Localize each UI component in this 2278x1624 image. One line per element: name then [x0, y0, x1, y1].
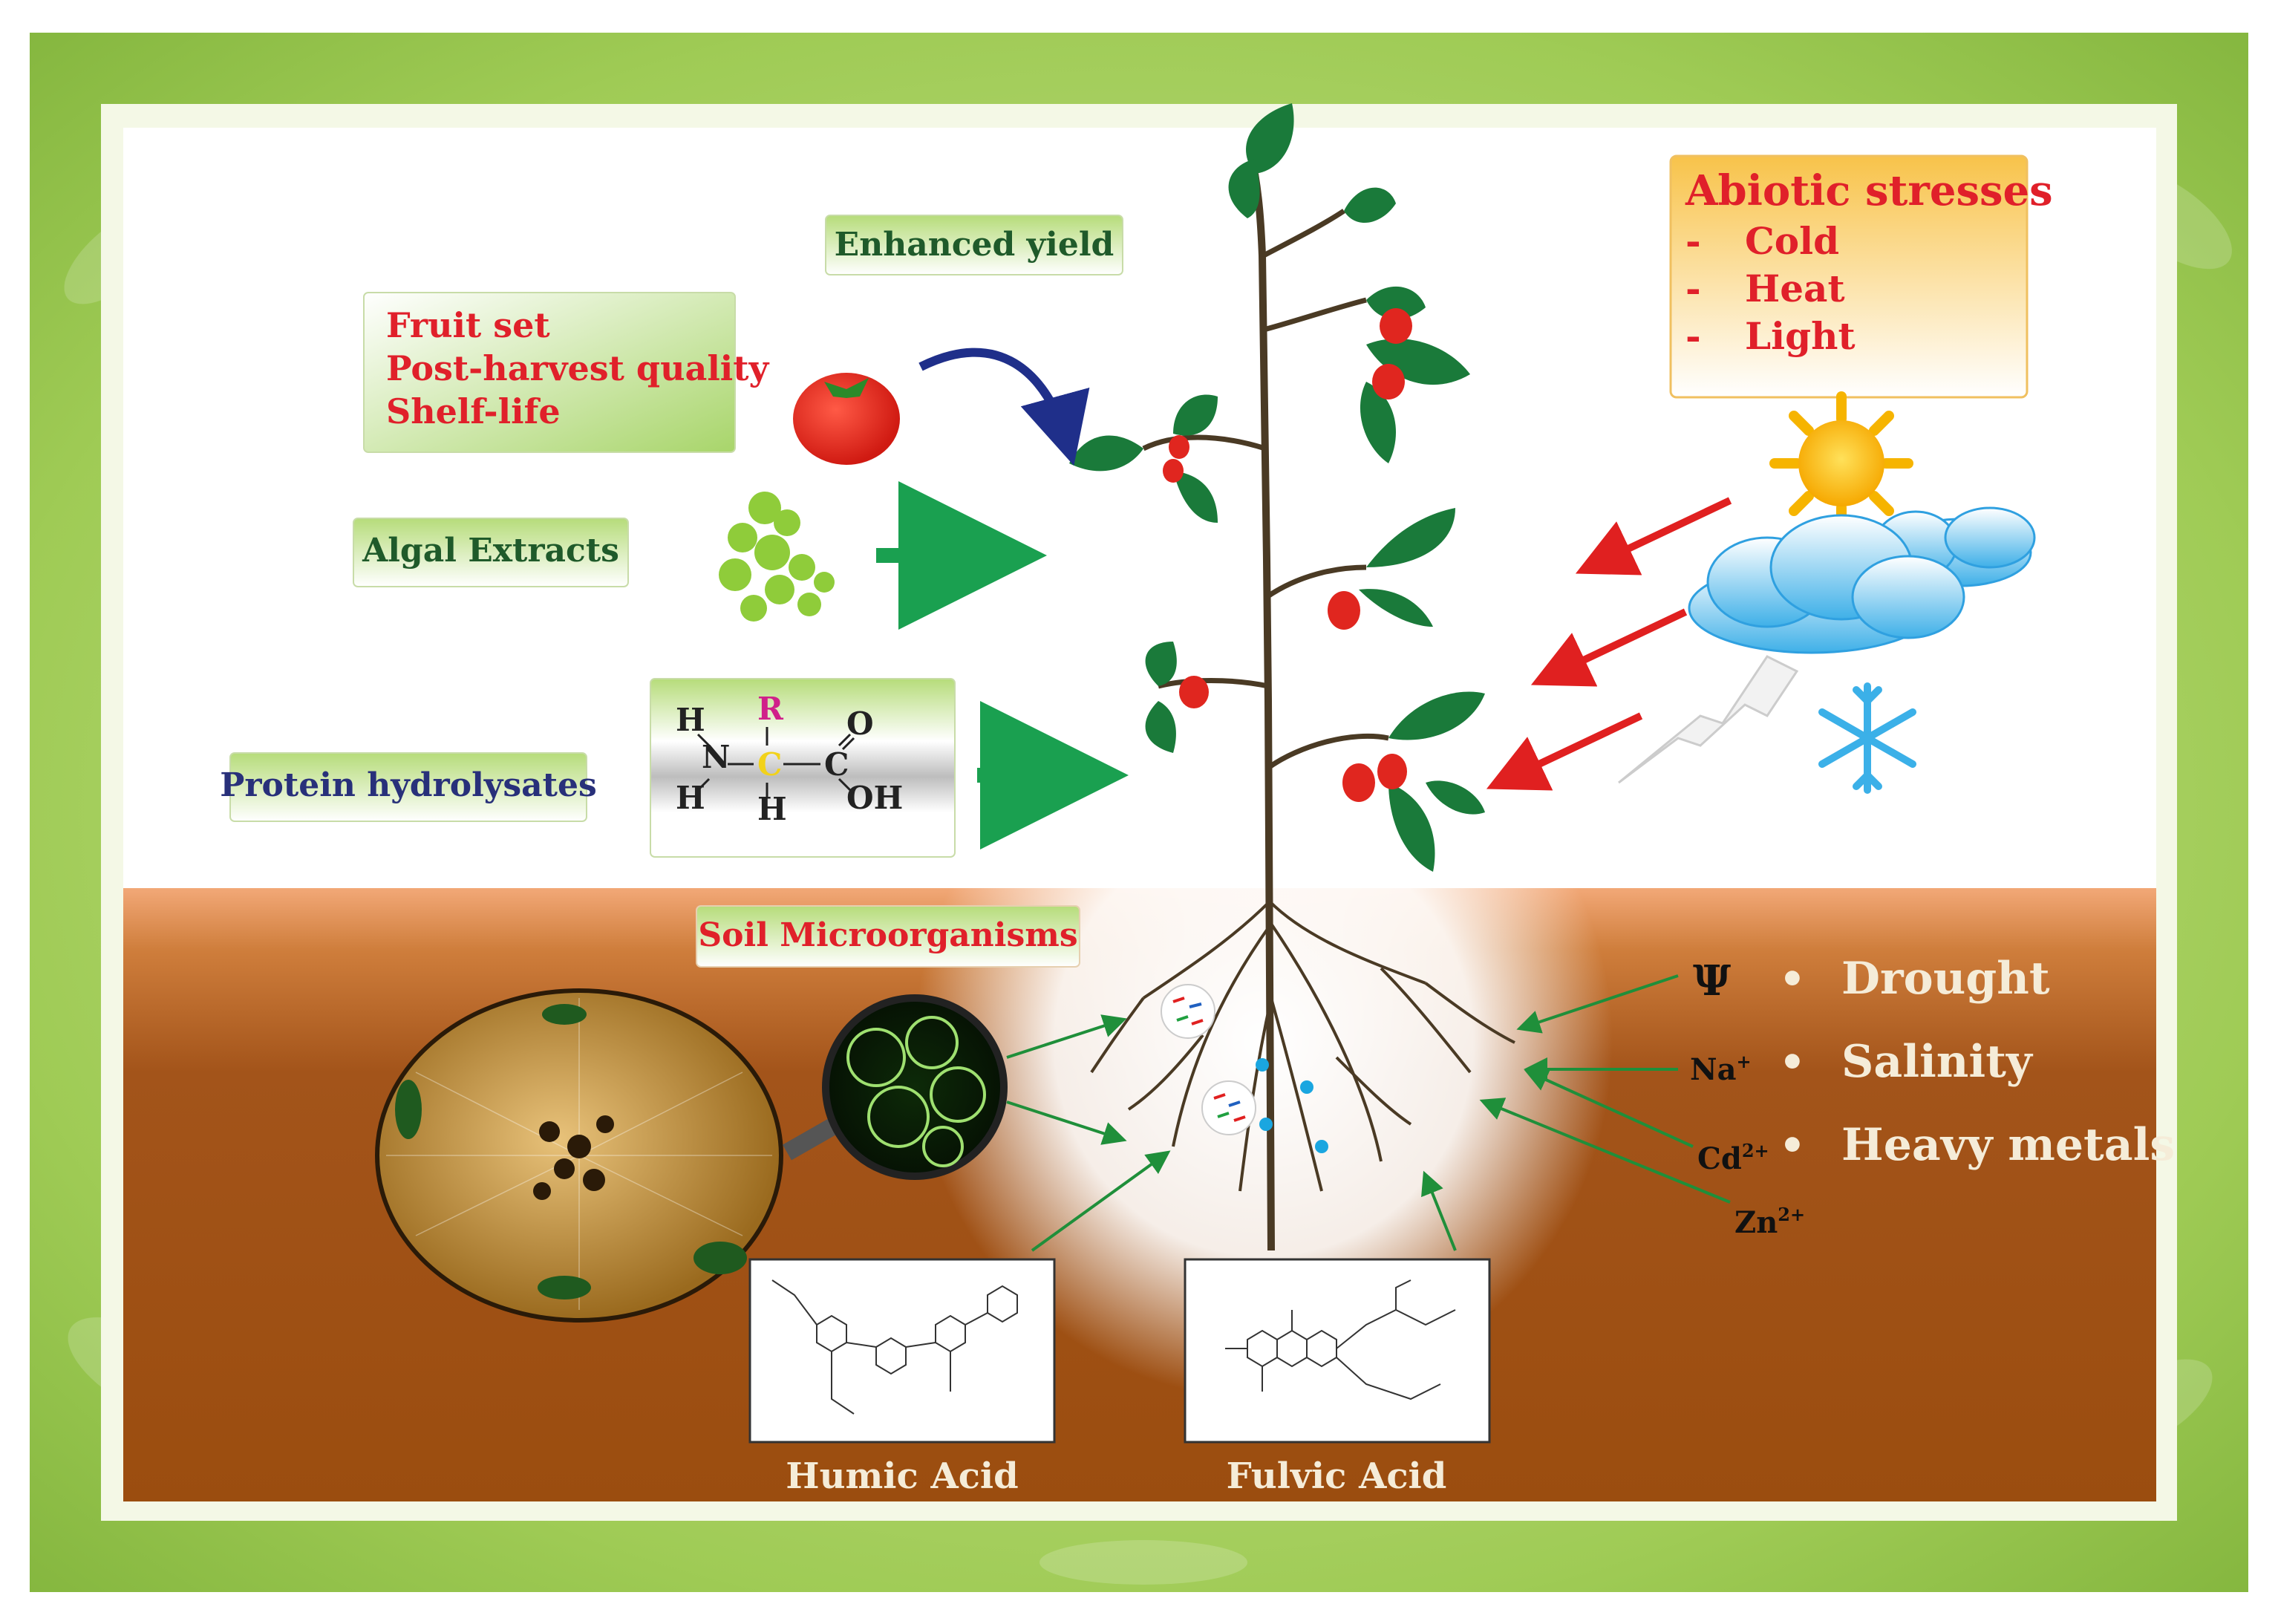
svg-text:H: H	[676, 780, 705, 816]
svg-text:Light: Light	[1745, 314, 1856, 358]
svg-text:H: H	[676, 702, 705, 738]
humic-arrow	[1031, 1150, 1171, 1252]
snowflake-icon	[1818, 682, 1916, 794]
svg-text:Zn2+: Zn2+	[1734, 1204, 1805, 1240]
magnifier-icon	[783, 994, 1008, 1180]
microbe-cell-illustration	[375, 988, 783, 1323]
svg-text:Cd2+: Cd2+	[1697, 1140, 1769, 1176]
humic-acid-label: Humic Acid	[786, 1455, 1018, 1497]
soil-stress-arrows	[1479, 974, 1731, 1204]
microbe-arrows	[1006, 1014, 1127, 1145]
fulvic-arrow	[1421, 1170, 1457, 1251]
svg-text:Drought: Drought	[1841, 953, 2050, 1005]
humic-acid-structure	[748, 1258, 1056, 1444]
algal-extracts-label: Algal Extracts	[353, 518, 629, 587]
svg-text:Algal Extracts: Algal Extracts	[362, 532, 619, 570]
svg-text:Salinity: Salinity	[1841, 1036, 2034, 1088]
svg-text:Cold: Cold	[1745, 219, 1839, 263]
svg-text:C: C	[757, 746, 782, 783]
plant-stem	[1251, 173, 1275, 1251]
svg-text:-: -	[1685, 314, 1701, 358]
svg-text:Protein hydrolysates: Protein hydrolysates	[220, 766, 596, 804]
svg-text:-: -	[1685, 219, 1701, 263]
rhizosphere-glow	[915, 686, 1613, 1399]
biostimulant-diagram: Enhanced yield Fruit set Post-harvest qu…	[30, 33, 2248, 1592]
root-microbe-clusters	[1161, 984, 1328, 1153]
svg-text:C: C	[824, 746, 849, 783]
svg-text:N: N	[702, 739, 730, 775]
amino-acid-structure: H N H R C H C O OH	[650, 678, 956, 858]
soil-stress-list: Ψ Na+ Cd2+ Zn2+ • Drought • Salinity • H…	[1690, 953, 2175, 1240]
svg-text:•: •	[1779, 955, 1806, 1004]
svg-text:Fruit set: Fruit set	[386, 305, 550, 345]
enhanced-yield-label: Enhanced yield	[825, 215, 1123, 275]
svg-text:Shelf-life: Shelf-life	[386, 391, 561, 431]
plant	[1069, 103, 1515, 1251]
fulvic-acid-label: Fulvic Acid	[1227, 1455, 1447, 1497]
plant-fruits	[1163, 308, 1412, 802]
svg-text:H: H	[757, 791, 787, 827]
plant-roots	[1090, 900, 1515, 1192]
svg-text:Post-harvest quality: Post-harvest quality	[386, 348, 770, 388]
protein-hydrolysates-label: Protein hydrolysates	[220, 752, 597, 822]
svg-text:R: R	[757, 691, 784, 727]
plant-leaves	[1069, 103, 1485, 872]
diagram-frame: Enhanced yield Fruit set Post-harvest qu…	[30, 33, 2248, 1592]
svg-text:Na+: Na+	[1690, 1051, 1752, 1087]
soil-microorganisms-label: Soil Microorganisms	[696, 905, 1080, 968]
svg-text:Abiotic stresses: Abiotic stresses	[1685, 166, 2053, 215]
svg-text:Heat: Heat	[1745, 267, 1845, 310]
seaweed-icon	[719, 492, 835, 622]
svg-text:•: •	[1779, 1121, 1806, 1170]
sun-icon	[1769, 391, 1913, 535]
fruit-quality-label: Fruit set Post-harvest quality Shelf-lif…	[363, 292, 770, 453]
stress-arrows	[1486, 497, 1732, 791]
svg-text:O: O	[846, 705, 874, 742]
svg-text:Heavy metals: Heavy metals	[1841, 1119, 2175, 1171]
lightning-icon	[1618, 655, 1799, 784]
yield-arrow	[918, 348, 1090, 466]
abiotic-stresses-box: Abiotic stresses - Cold - Heat - Light	[1669, 154, 2053, 399]
tomato-icon	[793, 373, 900, 465]
svg-text:OH: OH	[846, 780, 903, 816]
cloud-icon	[1688, 506, 2036, 654]
svg-text:•: •	[1779, 1038, 1806, 1087]
svg-text:Enhanced yield: Enhanced yield	[835, 226, 1114, 264]
fulvic-acid-structure	[1184, 1258, 1491, 1444]
svg-text:-: -	[1685, 267, 1701, 310]
svg-text:Soil Microorganisms: Soil Microorganisms	[698, 916, 1077, 954]
svg-text:Ψ: Ψ	[1693, 956, 1731, 1005]
